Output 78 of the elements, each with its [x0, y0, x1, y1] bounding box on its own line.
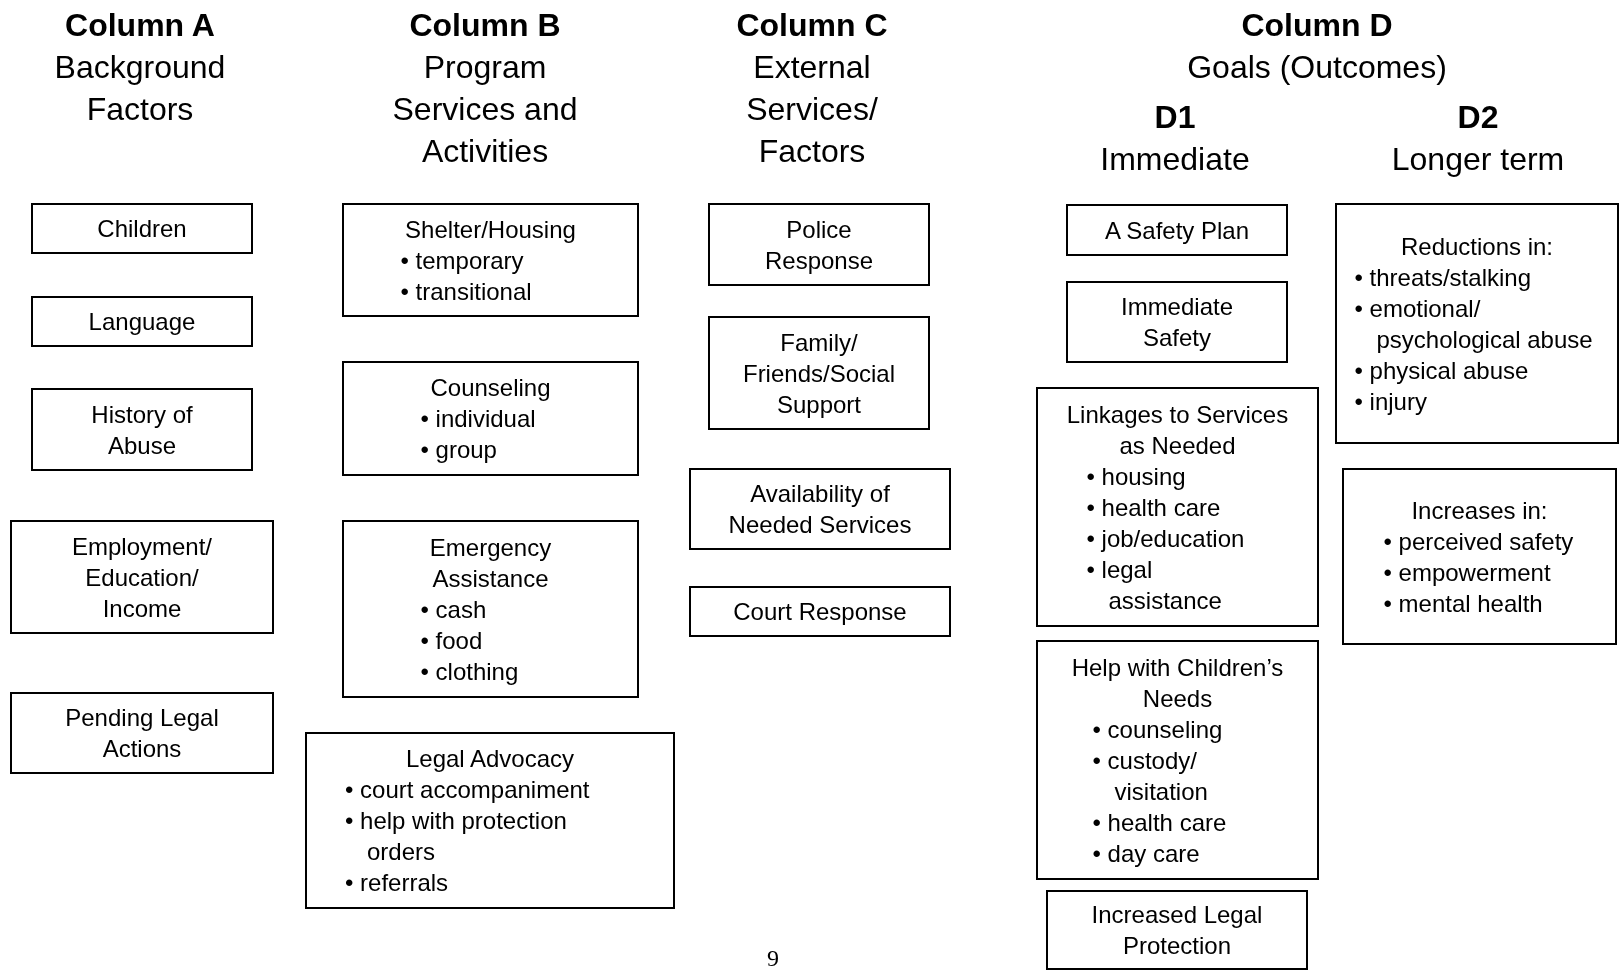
box-heading: Children [97, 214, 187, 244]
bullet-item: • transitional [400, 276, 533, 307]
box-heading: A Safety Plan [1104, 215, 1250, 246]
bullet-item: • emotional/ psychological abuse [1354, 293, 1594, 355]
bullet-item: • perceived safety [1383, 526, 1575, 557]
column-heading: Column D [1241, 6, 1393, 45]
text-box [10, 520, 274, 634]
column-heading: D1 [1154, 98, 1196, 137]
bullet-item: • empowerment [1383, 557, 1552, 588]
column-heading: Immediate [1100, 140, 1250, 179]
bullet-item: • injury [1354, 386, 1428, 417]
column-heading: Column A [65, 6, 215, 45]
column-heading: D2 [1457, 98, 1499, 137]
box-heading: Family/ Friends/Social Support [741, 327, 897, 420]
box-heading: Language [88, 307, 196, 337]
bullet-item: • temporary [400, 245, 525, 276]
text-box [31, 388, 253, 471]
box-heading: Employment/ Education/ Income [70, 531, 214, 624]
bullet-item: • help with protection orders [345, 806, 568, 867]
column-heading: Column B [409, 6, 561, 45]
text-box [1066, 281, 1288, 363]
bullet-item: • cash [420, 594, 488, 625]
box-heading: Immediate Safety [1119, 292, 1234, 353]
column-heading: Background Factors [53, 48, 227, 129]
bullet-item: • physical abuse [1354, 355, 1530, 386]
column-heading: External Services/ Factors [745, 48, 879, 171]
text-box [31, 296, 253, 347]
text-box [1342, 468, 1617, 645]
box-heading: Increased Legal Protection [1090, 900, 1264, 961]
bullet-item: • food [420, 625, 484, 656]
text-box [689, 586, 951, 637]
box-heading: Emergency Assistance [428, 532, 553, 594]
column-heading: Goals (Outcomes) [1187, 48, 1447, 87]
box-heading: Legal Advocacy [405, 744, 575, 774]
box-heading: Increases in: [1411, 495, 1548, 526]
bullet-item: • individual [420, 404, 537, 434]
bullet-item: • custody/ visitation [1092, 745, 1209, 807]
box-heading: Availability of Needed Services [727, 479, 913, 540]
bullet-item: • counseling [1092, 714, 1224, 745]
column-heading: Column C [736, 6, 888, 45]
text-box [689, 468, 951, 550]
box-heading: Help with Children’s Needs [1070, 652, 1285, 714]
text-box [342, 203, 639, 317]
text-box [342, 361, 639, 476]
text-box [1066, 204, 1288, 256]
box-heading: Pending Legal Actions [64, 703, 220, 764]
text-box [1036, 387, 1319, 627]
text-box [708, 203, 930, 286]
bullet-item: • threats/stalking [1354, 262, 1532, 293]
bullet-item: • court accompaniment [345, 775, 591, 805]
bullet-item: • housing [1086, 461, 1187, 492]
bullet-item: • group [420, 435, 498, 465]
box-heading: Counseling [430, 373, 551, 403]
bullet-item: • legal assistance [1086, 554, 1223, 616]
column-heading: Program Services and Activities [391, 48, 579, 171]
box-heading: History of Abuse [90, 399, 194, 461]
text-box [10, 692, 274, 774]
box-heading: Court Response [733, 597, 907, 627]
text-box [708, 316, 930, 430]
box-heading: Police Response [763, 214, 875, 276]
box-heading: Reductions in: [1400, 231, 1554, 262]
column-heading: Longer term [1391, 140, 1565, 179]
text-box [1335, 203, 1619, 444]
bullet-item: • mental health [1383, 588, 1544, 619]
text-box [305, 732, 675, 909]
text-box [342, 520, 639, 698]
bullet-item: • job/education [1086, 523, 1246, 554]
bullet-item: • clothing [420, 656, 520, 687]
bullet-item: • day care [1092, 838, 1201, 869]
bullet-item: • referrals [345, 868, 450, 898]
bullet-item: • health care [1092, 807, 1228, 838]
box-heading: Shelter/Housing [405, 214, 576, 245]
text-box [1046, 890, 1308, 970]
page-number: 9 [767, 944, 779, 972]
bullet-item: • health care [1086, 492, 1222, 523]
text-box [1036, 640, 1319, 880]
text-box [31, 203, 253, 254]
box-heading: Linkages to Services as Needed [1065, 399, 1290, 461]
